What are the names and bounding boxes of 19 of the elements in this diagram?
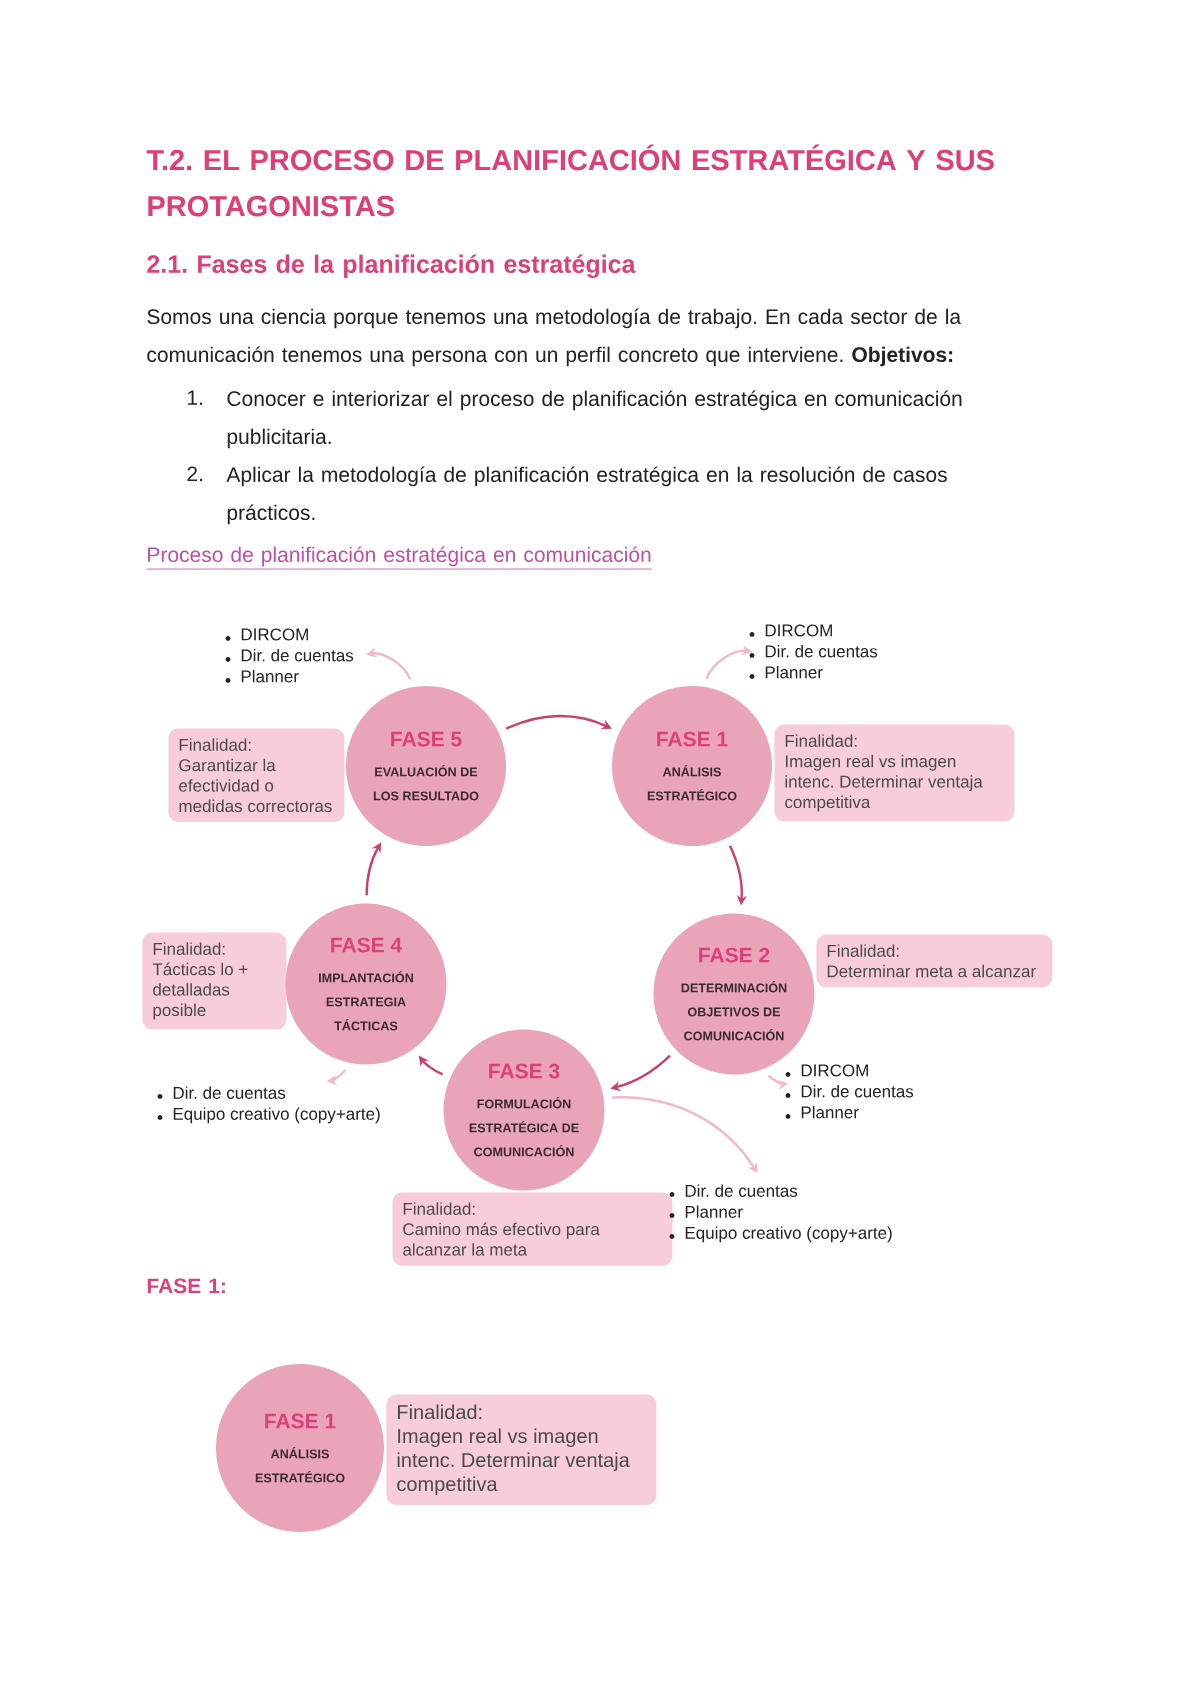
purpose-box: Finalidad: Garantizar la efectividad o medidas correctoras xyxy=(168,728,345,823)
paragraph: Somos una ciencia porque tenemos una metodología de trabajo. En cada sector de la comunicación tenemos una persona con un perfil concreto que interviene. Objetivos: xyxy=(147,308,962,367)
phase-heading: FASE 1: xyxy=(147,1278,225,1294)
link: Proceso de planificación estratégica en comunicación xyxy=(146,546,653,570)
purpose-box: Finalidad: Determinar meta a alcanzar xyxy=(816,934,1053,988)
list-number: 2. xyxy=(187,466,202,482)
section-heading: 2.1. Fases de la planificación estratégica xyxy=(147,254,636,279)
list-item: Conocer e interiorizar el proceso de planificación estratégica en comunicación publicitaria. xyxy=(227,390,962,449)
purpose-box: Finalidad: Imagen real vs imagen intenc. Determinar ventaja competitiva xyxy=(386,1394,657,1506)
purpose-box: Finalidad: Camino más efectivo para alcanzar la meta xyxy=(392,1192,673,1266)
page-title: T.2. EL PROCESO DE PLANIFICACIÓN ESTRATÉGICA Y SUS PROTAGONISTAS xyxy=(146,144,994,217)
bullet-list: Dir. de cuentas Equipo creativo (copy+arte) xyxy=(173,1086,380,1124)
list-number: 1. xyxy=(188,390,202,405)
list-item: Aplicar la metodología de planificación estratégica en la resolución de casos prácticos. xyxy=(226,466,947,525)
purpose-box: Finalidad: Tácticas lo + detalladas posible xyxy=(142,932,287,1030)
bullet-list: Dir. de cuentas Planner Equipo creativo (copy+arte) xyxy=(685,1184,892,1243)
purpose-box: Finalidad: Imagen real vs imagen intenc. Determinar ventaja competitiva xyxy=(774,724,1015,822)
bullet-list: DIRCOM Dir. de cuentas Planner xyxy=(765,624,878,679)
bullet-list: DIRCOM Dir. de cuentas Planner xyxy=(241,628,354,683)
